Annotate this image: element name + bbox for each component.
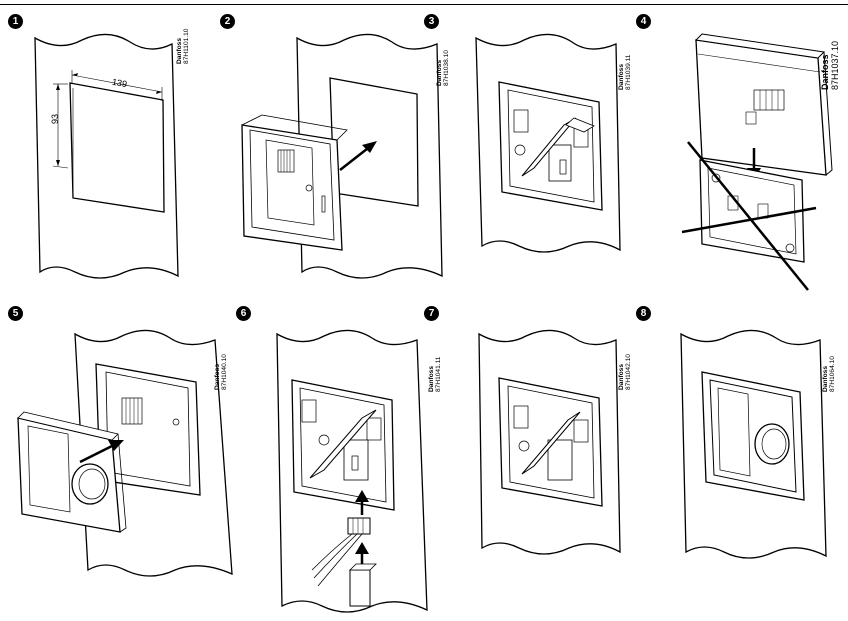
step-4-badge: 4 (636, 14, 651, 29)
step-5-badge: 5 (8, 306, 23, 321)
step-7-badge: 7 (424, 306, 439, 321)
brand-label: Danfoss (618, 363, 625, 390)
step-1-panel: 1 139 93 Danfoss 87H1101.10 (0, 0, 206, 300)
strap-fold-drawing (478, 329, 621, 555)
step-2-panel: 2 Danfoss 87H1038.10 (212, 0, 450, 300)
part-code: 87H1042.10 (625, 354, 632, 390)
step-8-panel: 8 Danfoss 87H1064.10 (636, 300, 842, 600)
part-code: 87H1064.10 (829, 356, 836, 392)
step-6-badge: 6 (236, 306, 251, 321)
step-6-panel: 6 Danfoss 87H1041.11 (212, 300, 442, 613)
step-1-part-label: Danfoss 87H1101.10 (176, 29, 190, 64)
finished-install-drawing (680, 329, 827, 559)
step-8-badge: 8 (636, 306, 651, 321)
frame-insert-drawing (241, 33, 443, 279)
step-3-badge: 3 (424, 14, 439, 29)
brand-label: Danfoss (820, 54, 830, 90)
step-7-panel: 7 Danfoss 87H1042.10 (424, 300, 632, 600)
part-code: 87H1101.10 (183, 28, 190, 64)
brand-label: Danfoss (618, 63, 625, 90)
part-code: 87H1039.11 (625, 54, 632, 90)
step-4-panel: 4 Danfoss 87H1037.10 (636, 0, 842, 300)
top-rule (0, 4, 848, 5)
step-3-panel: 3 Danfoss 87H1039.11 (424, 0, 632, 300)
part-code: 87H1037.10 (830, 40, 840, 90)
height-dimension-label: 93 (50, 113, 60, 124)
step-5-panel: 5 Danfoss 87H1040.10 (0, 300, 233, 600)
brand-label: Danfoss (822, 365, 829, 392)
wall-cutout-drawing (34, 33, 179, 279)
step-4-part-label: Danfoss 87H1037.10 (820, 41, 840, 90)
step-7-part-label: Danfoss 87H1042.10 (618, 354, 632, 390)
step-2-badge: 2 (220, 14, 235, 29)
step-8-part-label: Danfoss 87H1064.10 (822, 356, 836, 392)
brand-label: Danfoss (176, 37, 183, 64)
step-1-badge: 1 (8, 14, 23, 29)
wrong-mounting-drawing (681, 33, 833, 291)
controller-insert-drawing (17, 329, 233, 577)
step-3-part-label: Danfoss 87H1039.11 (618, 55, 632, 90)
strap-mount-drawing (475, 33, 621, 253)
terminal-connection-drawing (276, 329, 428, 613)
